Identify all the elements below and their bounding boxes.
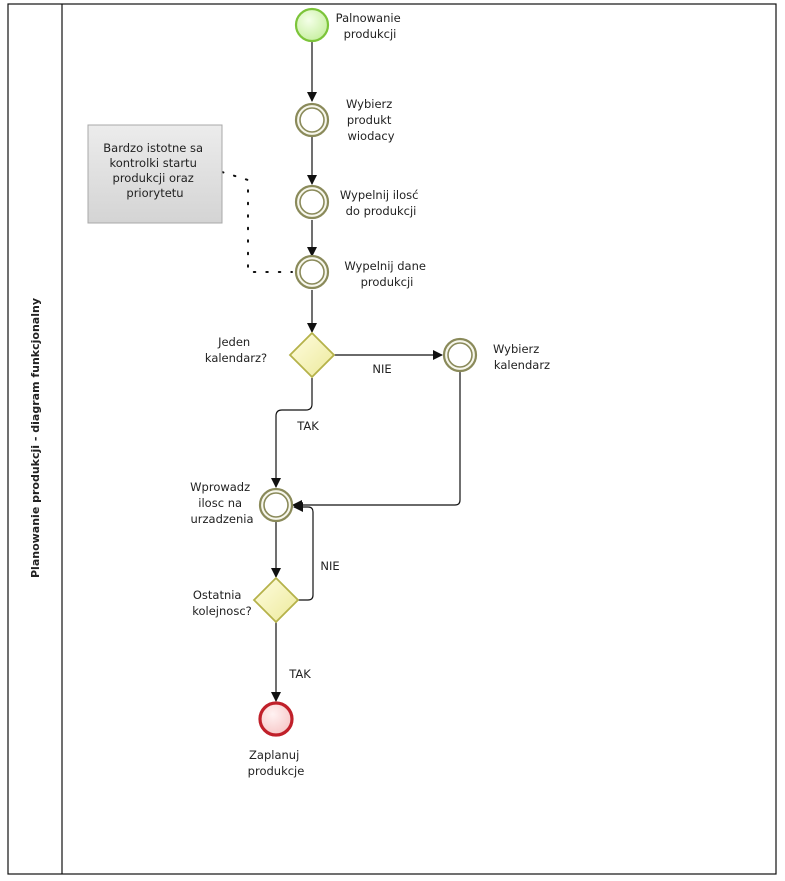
gateway-last-sequence-label-line-1: Ostatnia xyxy=(193,588,242,602)
event-fill-quantity-label-line-2: do produkcji xyxy=(346,204,417,218)
flow-label-yes-calendar: TAK xyxy=(296,419,319,433)
event-fill-data-label: Wypelnij dane produkcji xyxy=(344,259,429,289)
flow-select-calendar-to-enter-quantity xyxy=(292,372,461,510)
end-event-label-line-1: Zaplanuj xyxy=(249,748,299,762)
annotation-text: Bardzo istotne sa kontrolki startu produ… xyxy=(103,141,206,200)
event-fill-quantity-label: Wypelnij ilosć do produkcji xyxy=(340,188,422,218)
event-enter-quantity-label-line-1: Wprowadz xyxy=(190,480,250,494)
flow-label-yes-sequence: TAK xyxy=(288,667,311,681)
event-fill-quantity-inner xyxy=(299,189,325,215)
annotation-line-2: kontrolki startu xyxy=(109,156,196,170)
gateway-one-calendar-label: Jeden kalendarz? xyxy=(205,335,267,365)
start-event-label: Palnowanie produkcji xyxy=(336,11,405,41)
annotation-box xyxy=(87,124,223,224)
gateway-one-calendar-label-line-2: kalendarz? xyxy=(205,351,267,365)
event-fill-data-inner xyxy=(299,259,325,285)
annotation-line-4: priorytetu xyxy=(126,186,183,200)
event-select-calendar-inner xyxy=(447,342,473,368)
event-enter-quantity-label-line-3: urzadzenia xyxy=(190,512,253,526)
event-enter-quantity-label-line-2: ilosc na xyxy=(198,496,242,510)
gateway-last-sequence[interactable] xyxy=(252,576,300,624)
start-event[interactable] xyxy=(294,7,330,43)
event-select-product-label-line-1: Wybierz xyxy=(346,97,392,111)
flow-gateway-yes-to-enter-quantity xyxy=(271,378,313,488)
event-select-product[interactable] xyxy=(294,102,330,138)
event-enter-quantity[interactable] xyxy=(258,487,294,523)
end-event-label-line-2: produkcje xyxy=(248,764,305,778)
annotation-association xyxy=(221,171,293,273)
start-event-label-line-2: produkcji xyxy=(344,27,397,41)
start-event-label-line-1: Palnowanie xyxy=(336,11,401,25)
event-fill-data-label-line-1: Wypelnij dane xyxy=(344,259,426,273)
event-select-product-label-line-3: wiodacy xyxy=(347,129,394,143)
flow-label-no-calendar: NIE xyxy=(372,362,391,376)
event-enter-quantity-inner xyxy=(263,492,289,518)
gateway-last-sequence-label: Ostatnia kolejnosc? xyxy=(192,588,252,618)
event-fill-quantity[interactable] xyxy=(294,184,330,220)
event-select-product-label: Wybierz produkt wiodacy xyxy=(346,97,396,143)
gateway-last-sequence-label-line-2: kolejnosc? xyxy=(192,604,252,618)
event-select-calendar-label: Wybierz kalendarz xyxy=(493,342,550,372)
end-event[interactable] xyxy=(258,701,294,737)
event-fill-quantity-label-line-1: Wypelnij ilosć xyxy=(340,188,419,202)
annotation-line-1: Bardzo istotne sa xyxy=(103,141,203,155)
pool-title: Planowanie produkcji - diagram funkcjona… xyxy=(29,298,42,578)
event-fill-data[interactable] xyxy=(294,254,330,290)
gateway-one-calendar-label-line-1: Jeden xyxy=(217,335,250,349)
end-event-label: Zaplanuj produkcje xyxy=(248,748,305,778)
event-enter-quantity-label: Wprowadz ilosc na urzadzenia xyxy=(190,480,254,526)
annotation-line-3: produkcji oraz xyxy=(113,171,194,185)
flow-label-no-sequence: NIE xyxy=(320,559,339,573)
event-select-product-label-line-2: produkt xyxy=(347,113,392,127)
event-select-calendar-label-line-2: kalendarz xyxy=(494,358,550,372)
event-fill-data-label-line-2: produkcji xyxy=(361,275,414,289)
event-select-calendar[interactable] xyxy=(442,337,478,373)
event-select-calendar-label-line-1: Wybierz xyxy=(493,342,539,356)
gateway-one-calendar[interactable] xyxy=(288,331,336,379)
flow-gateway-no-loop xyxy=(293,502,314,601)
event-select-product-inner xyxy=(299,107,325,133)
